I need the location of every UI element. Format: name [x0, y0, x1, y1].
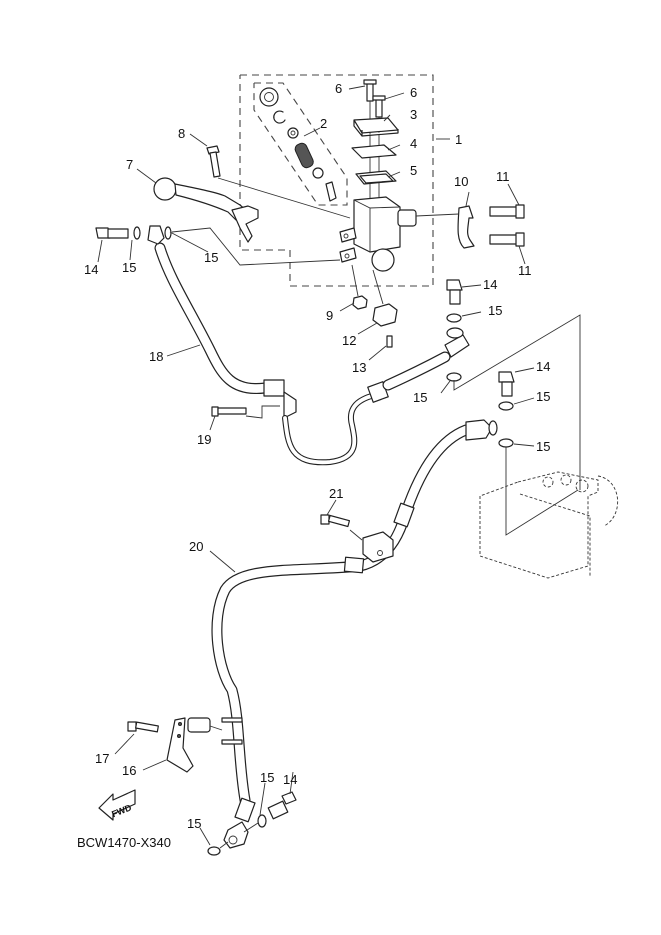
- callout-labels: 1 2 3 4 5 6 6 7 8 9 10 11 11 12 13 14 14…: [84, 81, 550, 831]
- union-bolt-left: [95, 227, 129, 239]
- callout-5: 5: [410, 163, 417, 178]
- callout-15a: 15: [122, 260, 136, 275]
- callout-15c: 15: [488, 303, 502, 318]
- kit-2-boundary: [253, 82, 348, 206]
- callout-9: 9: [326, 308, 333, 323]
- callout-15b: 15: [204, 250, 218, 265]
- leader-lines: [97, 85, 535, 846]
- master-cylinder-body: [339, 196, 417, 272]
- callout-1: 1: [455, 132, 462, 147]
- hose-18: [133, 225, 297, 419]
- callout-15d: 15: [413, 390, 427, 405]
- callout-10: 10: [454, 174, 468, 189]
- joint-bolt-21: [320, 514, 363, 541]
- drawing-code: BCW1470-X340: [77, 835, 171, 850]
- callout-14c: 14: [536, 359, 550, 374]
- bracket-16: [127, 717, 223, 773]
- callout-20: 20: [189, 539, 203, 554]
- callout-11b: 11: [518, 263, 532, 278]
- callout-12: 12: [342, 333, 356, 348]
- callout-21: 21: [329, 486, 343, 501]
- kit-2-parts: [259, 87, 337, 202]
- callout-14b: 14: [483, 277, 497, 292]
- callout-15e: 15: [536, 389, 550, 404]
- assembly-1-boundary: [239, 74, 434, 287]
- callout-19: 19: [197, 432, 211, 447]
- callout-14a: 14: [84, 262, 98, 277]
- callout-15g: 15: [260, 770, 274, 785]
- callout-2: 2: [320, 116, 327, 131]
- callout-4: 4: [410, 136, 417, 151]
- callout-11a: 11: [496, 169, 510, 184]
- callout-16: 16: [122, 763, 136, 778]
- reservoir-cap-part: [353, 117, 399, 137]
- abs-unit: [479, 471, 618, 579]
- cap-screws: [363, 79, 386, 212]
- callout-17: 17: [95, 751, 109, 766]
- callout-15f: 15: [536, 439, 550, 454]
- diaphragm-plate-part: [351, 144, 397, 159]
- holder-clamp-part: [415, 204, 525, 249]
- callout-8: 8: [178, 126, 185, 141]
- caliper-fitting: [207, 791, 297, 856]
- callout-13: 13: [352, 360, 366, 375]
- callout-15h: 15: [187, 816, 201, 831]
- callout-6a: 6: [335, 81, 342, 96]
- callout-18: 18: [149, 349, 163, 364]
- callout-14d: 14: [283, 772, 297, 787]
- steel-pipe: [282, 327, 470, 466]
- abs-fitting: [446, 279, 581, 536]
- pivot-bolt-part: [206, 145, 351, 219]
- callout-3: 3: [410, 107, 417, 122]
- hose-20: [211, 419, 498, 849]
- callout-6b: 6: [410, 85, 417, 100]
- forward-direction-arrow: FWD: [98, 789, 136, 821]
- callout-7: 7: [126, 157, 133, 172]
- diaphragm-part: [355, 170, 397, 185]
- joint-bolt-19: [211, 405, 280, 419]
- brake-lever-part: [153, 177, 259, 243]
- small-parts: [351, 264, 398, 348]
